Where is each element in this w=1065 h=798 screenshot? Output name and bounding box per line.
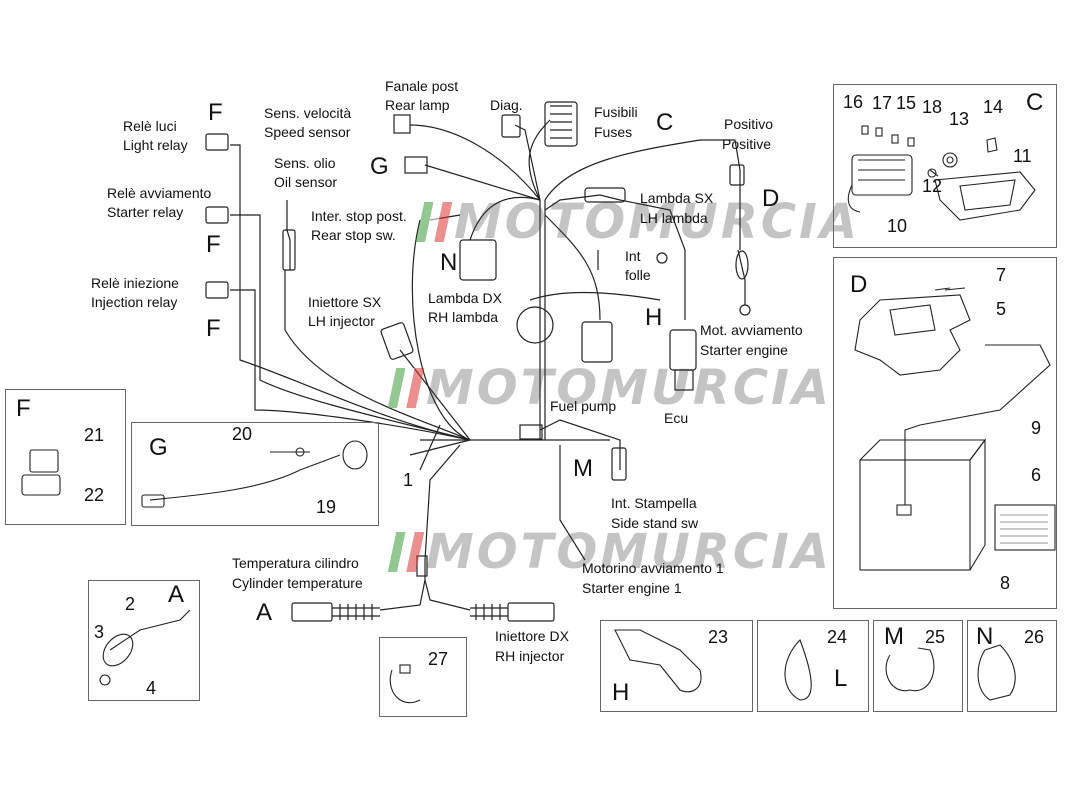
part-number-18: 18	[922, 97, 943, 117]
side-stand-label-en: Side stand sw	[611, 515, 699, 531]
light-relay-label-it: Relè luci	[123, 118, 177, 134]
starter-relay-letter: F	[206, 231, 221, 258]
starter-relay-label-it: Relè avviamento	[107, 185, 212, 201]
detail-box-27	[379, 637, 467, 717]
box-g-title: G	[149, 434, 168, 461]
part-number-24: 24	[827, 627, 848, 647]
n-letter: N	[440, 249, 458, 276]
detail-box-f	[5, 389, 126, 525]
part-number-6: 6	[1031, 465, 1042, 485]
part-number-7: 7	[996, 265, 1007, 285]
part-number-17: 17	[872, 93, 893, 113]
cylinder-temp-label-it: Temperatura cilindro	[232, 555, 359, 571]
part-number-13: 13	[949, 109, 970, 129]
fusibili-label-en: Fuses	[594, 124, 633, 140]
oil-sensor-label-it: Sens. olio	[274, 155, 336, 171]
oil-sensor-label-en: Oil sensor	[274, 174, 338, 190]
box-l-title: L	[834, 665, 848, 692]
detail-box-g	[131, 422, 379, 526]
starter-engine-label-it: Mot. avviamento	[700, 322, 803, 338]
positivo-label-it: Positivo	[724, 116, 774, 132]
injection-relay-letter: F	[206, 315, 221, 342]
fusibili-letter: C	[656, 109, 674, 136]
m-letter: M	[573, 455, 593, 482]
detail-box-n	[967, 620, 1057, 712]
rh-injector-label-en: RH injector	[495, 648, 565, 664]
part-number-14: 14	[983, 97, 1004, 117]
injection-relay-label-en: Injection relay	[91, 294, 178, 310]
part-number-4: 4	[146, 678, 157, 698]
part-number-10: 10	[887, 216, 908, 236]
part-number-3: 3	[94, 622, 105, 642]
light-relay-label-en: Light relay	[123, 137, 188, 153]
speed-sensor-label-en: Speed sensor	[264, 124, 351, 140]
rh-lambda-label-en: RH lambda	[428, 309, 499, 325]
starter-engine-1-label-it: Motorino avviamento 1	[582, 560, 724, 576]
stop-switch-label-en: Rear stop sw.	[311, 227, 396, 243]
detail-box-l	[757, 620, 869, 712]
part-number-15: 15	[896, 93, 917, 113]
detail-box-h	[600, 620, 753, 712]
speed-sensor-label-it: Sens. velocità	[264, 105, 352, 121]
injection-relay-label-it: Relè iniezione	[91, 275, 179, 291]
part-number-8: 8	[1000, 573, 1011, 593]
part-number-19: 19	[316, 497, 337, 517]
box-f-title: F	[16, 395, 31, 422]
part-number-2: 2	[125, 594, 136, 614]
fusibili-label-it: Fusibili	[594, 104, 638, 120]
a-letter: A	[256, 599, 273, 626]
part-number-23: 23	[708, 627, 729, 647]
lh-lambda-label-it: Lambda SX	[640, 190, 714, 206]
part-number-12: 12	[922, 176, 943, 196]
part-number-22: 22	[84, 485, 105, 505]
part-number-27: 27	[428, 649, 449, 669]
part-number-5: 5	[996, 299, 1007, 319]
speed-sensor-letter: G	[370, 153, 389, 180]
box-d-title: D	[850, 271, 868, 298]
part-number-21: 21	[84, 425, 105, 445]
starter-relay-label-en: Starter relay	[107, 204, 184, 220]
part-number-25: 25	[925, 627, 946, 647]
box-n-title: N	[976, 623, 994, 650]
positivo-letter: D	[762, 185, 780, 212]
detail-box-c	[833, 84, 1057, 248]
fanale-label-en: Rear lamp	[385, 97, 450, 113]
lh-lambda-label-en: LH lambda	[640, 210, 708, 226]
lh-injector-label-en: LH injector	[308, 313, 375, 329]
box-h-title: H	[612, 679, 630, 706]
stop-switch-label-it: Inter. stop post.	[311, 208, 407, 224]
part-number-9: 9	[1031, 418, 1042, 438]
neutral-switch-label-2: folle	[625, 267, 651, 283]
part-number-1: 1	[403, 470, 414, 490]
lh-injector-label-it: Iniettore SX	[308, 294, 382, 310]
positivo-label-en: Positive	[722, 136, 772, 152]
fuel-pump-label: Fuel pump	[550, 398, 617, 414]
part-number-11: 11	[1013, 146, 1032, 166]
ecu-label: Ecu	[664, 410, 689, 426]
box-a-title: A	[168, 581, 185, 608]
part-number-16: 16	[843, 92, 864, 112]
part-number-20: 20	[232, 424, 253, 444]
side-stand-label-it: Int. Stampella	[611, 495, 697, 511]
cylinder-temp-label-en: Cylinder temperature	[232, 575, 363, 591]
light-relay-letter: F	[208, 99, 223, 126]
neutral-switch-label-1: Int	[625, 248, 641, 264]
detail-box-d	[833, 257, 1057, 609]
fanale-label-it: Fanale post	[385, 78, 459, 94]
part-number-26: 26	[1024, 627, 1045, 647]
detail-box-m	[873, 620, 963, 712]
h-letter: H	[645, 304, 663, 331]
box-m-title: M	[884, 623, 904, 650]
box-c-title: C	[1026, 89, 1044, 116]
starter-engine-1-label-en: Starter engine 1	[582, 580, 682, 596]
rh-injector-label-it: Iniettore DX	[495, 628, 569, 644]
diag-label: Diag.	[490, 97, 523, 113]
detail-box-a	[88, 580, 200, 701]
starter-engine-label-en: Starter engine	[700, 342, 788, 358]
rh-lambda-label-it: Lambda DX	[428, 290, 502, 306]
